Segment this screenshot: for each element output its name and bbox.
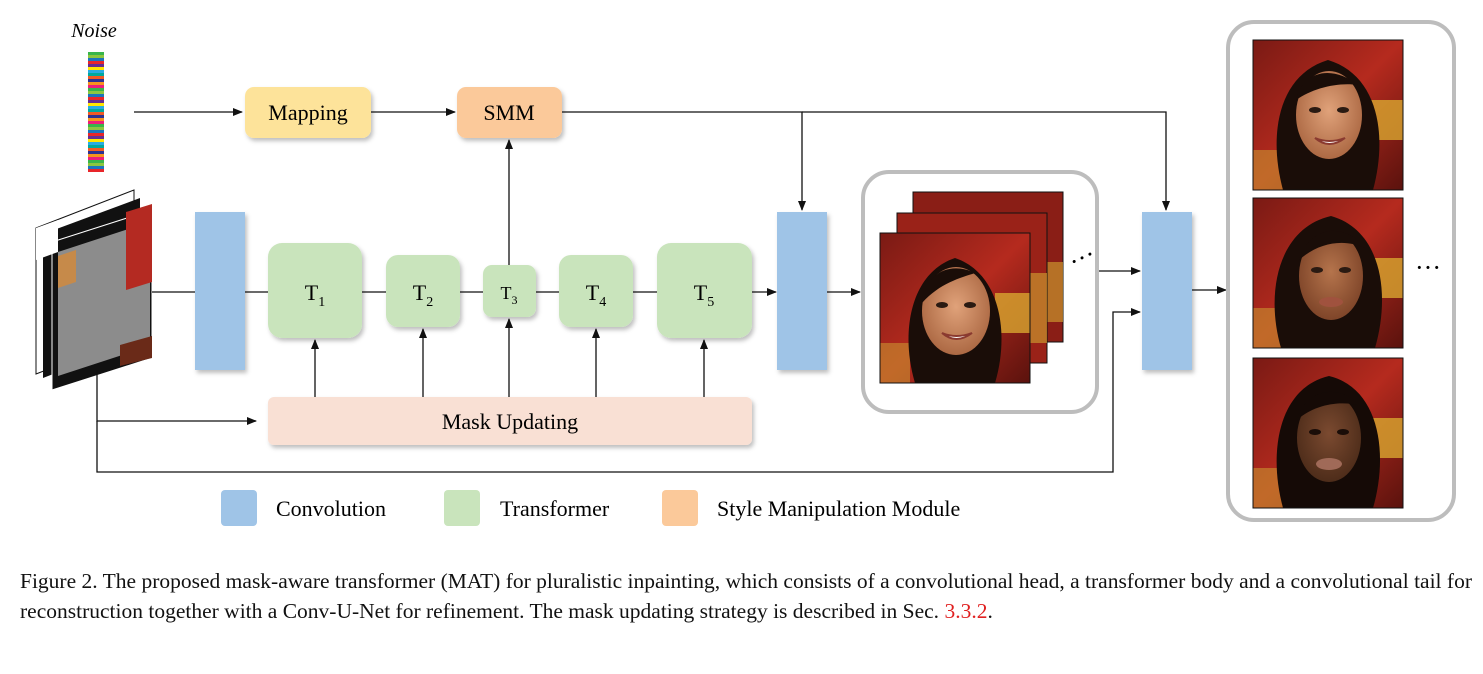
noise-stripe [88,55,104,58]
noise-stripe [88,106,104,109]
svg-text:T1: T1 [305,280,325,310]
noise-stripe [88,151,104,154]
legend-swatch-smm [662,490,698,526]
transformer-block-4: T4 [559,255,633,327]
noise-stripe [88,130,104,133]
noise-stripe [88,142,104,145]
outputs-ellipsis: ··· [1415,253,1441,282]
noise-stripe [88,85,104,88]
legend-swatch-convolution [221,490,257,526]
legend-swatch-transformer [444,490,480,526]
noise-stripe [88,118,104,121]
transformer-5-base: T [694,280,708,305]
noise-stripe [88,88,104,91]
noise-stripe [88,79,104,82]
transformer-4-base: T [586,280,600,305]
noise-stripe [88,64,104,67]
transformer-2-sub: 2 [426,295,433,310]
smm-block: SMM [457,87,562,138]
transformer-block-5: T5 [657,243,752,338]
noise-stripe [88,160,104,163]
coarse-output-group: ··· [861,170,1100,414]
noise-stripe [88,154,104,157]
noise-stripe [88,124,104,127]
connections [96,108,1227,473]
noise-stripe [88,103,104,106]
noise-stripe [88,148,104,151]
transformer-3-sub: 3 [512,293,518,307]
legend-label-convolution: Convolution [276,496,386,521]
noise-stripe [88,76,104,79]
noise-stripe [88,61,104,64]
svg-text:T4: T4 [586,280,606,310]
coarse-output-face [879,232,1031,384]
mask-updating-block: Mask Updating [268,397,752,445]
noise-stripe [88,91,104,94]
noise-stripe [88,82,104,85]
noise-stripe [88,94,104,97]
noise-stripe [88,73,104,76]
noise-stripe [88,97,104,100]
mapping-label: Mapping [268,100,347,125]
transformer-block-2: T2 [386,255,460,327]
noise-stripe [88,133,104,136]
noise-stripe [88,121,104,124]
noise-stripe [88,112,104,115]
noise-stripe [88,139,104,142]
noise-stripe [88,52,104,55]
conv-u-net-block [1142,212,1192,370]
conv-head-block [195,212,245,370]
smm-label: SMM [483,100,534,125]
output-face-3 [1252,357,1404,509]
final-output-group [1226,20,1456,522]
svg-text:T5: T5 [694,280,714,310]
legend: Convolution Transformer Style Manipulati… [221,490,960,526]
figure-caption: Figure 2. The proposed mask-aware transf… [20,566,1472,626]
output-face-2 [1252,197,1404,349]
section-reference-link[interactable]: 3.3.2 [944,599,988,623]
masked-input-image [35,189,153,391]
transformer-4-sub: 4 [599,295,606,310]
noise-stripe [88,109,104,112]
output-face-1 [1252,39,1404,191]
mat-architecture-diagram: Noise Mappi [35,20,1456,526]
noise-stripe [88,136,104,139]
noise-stripe [88,157,104,160]
transformer-3-base: T [501,283,512,303]
transformer-1-sub: 1 [318,295,325,310]
transformer-1-base: T [305,280,319,305]
caption-end: . [987,599,993,623]
legend-label-smm: Style Manipulation Module [717,496,960,521]
transformer-2-base: T [413,280,427,305]
noise-stripe [88,169,104,172]
mask-updating-label: Mask Updating [442,409,578,434]
noise-stripe [88,70,104,73]
legend-label-transformer: Transformer [500,496,610,521]
noise-stripe [88,100,104,103]
noise-stripe [88,166,104,169]
svg-text:T3: T3 [501,283,518,307]
noise-stripe [88,127,104,130]
noise-vector [88,52,104,172]
noise-stripe [88,163,104,166]
caption-text: Figure 2. The proposed mask-aware transf… [20,569,1472,623]
svg-text:T2: T2 [413,280,433,310]
noise-stripe [88,145,104,148]
transformer-5-sub: 5 [707,295,714,310]
noise-stripe [88,115,104,118]
conv-tail-block [777,212,827,370]
transformer-block-1: T1 [268,243,362,338]
noise-stripe [88,58,104,61]
mapping-block: Mapping [245,87,371,138]
noise-label: Noise [70,20,117,42]
noise-stripe [88,67,104,70]
transformer-block-3: T3 [483,265,536,317]
